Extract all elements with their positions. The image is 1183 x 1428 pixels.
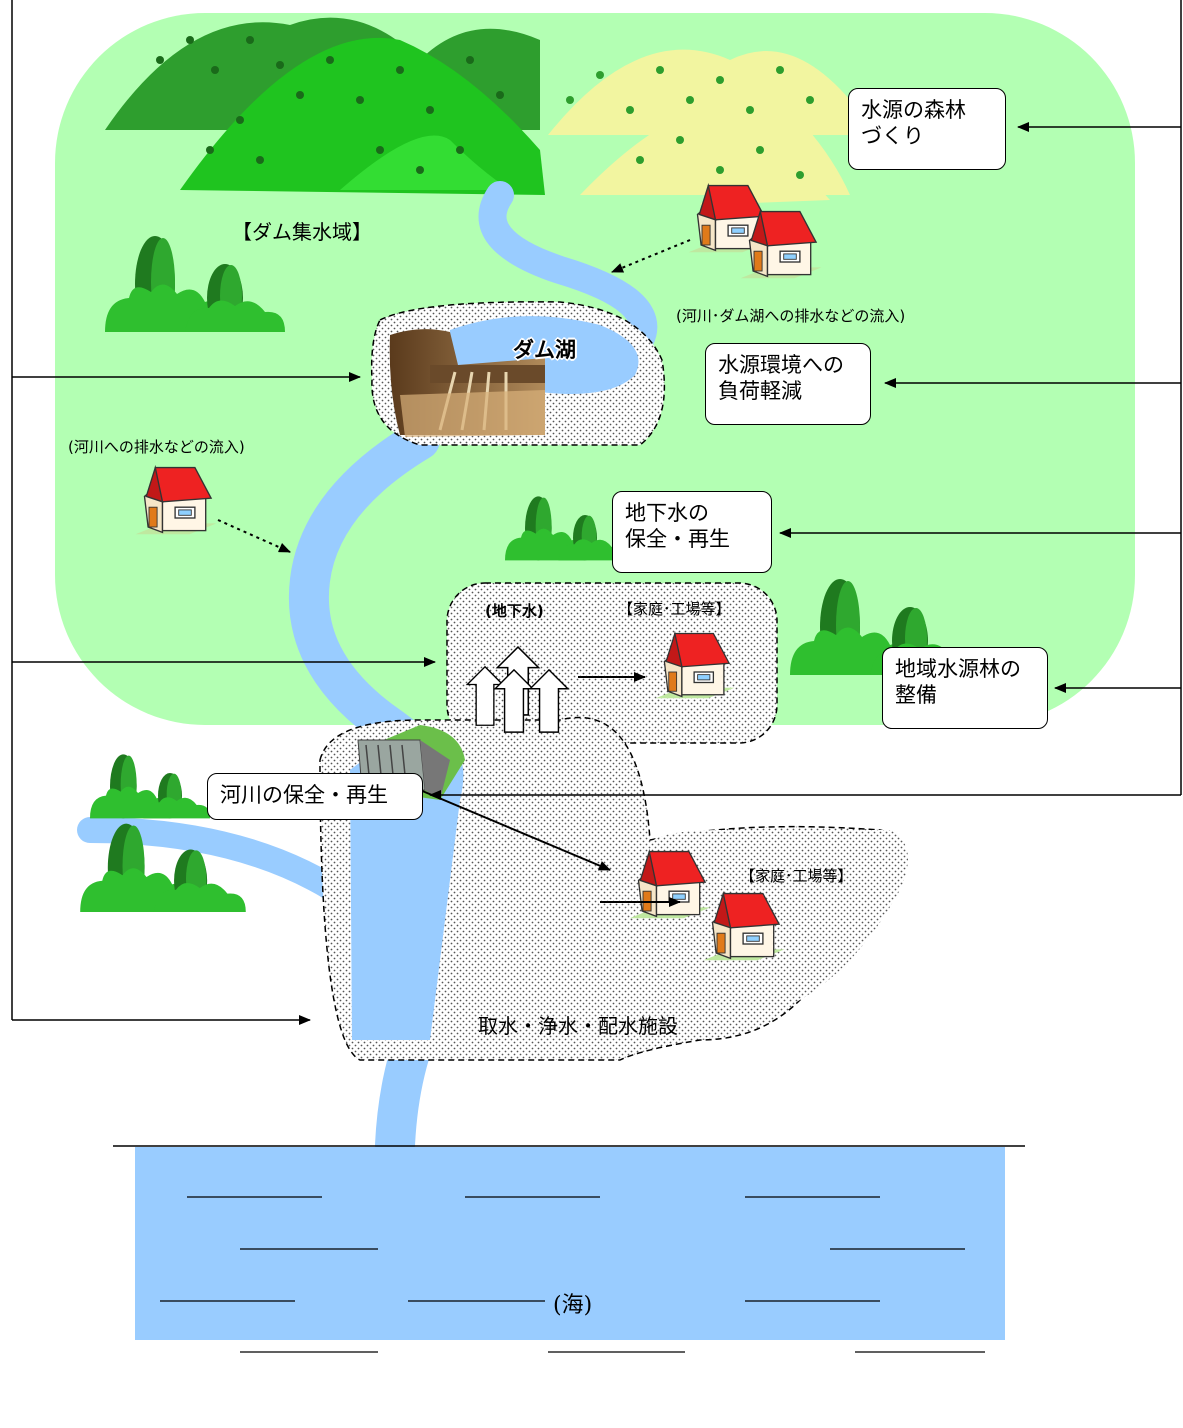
facilities-label: 取水・浄水・配水施設 xyxy=(478,1014,678,1038)
inflow-river-dam-label: (河川･ダム湖への排水などの流入) xyxy=(676,307,906,325)
forest-building-box: 水源の森林 づくり xyxy=(848,88,1006,170)
river-conservation-box: 河川の保全・再生 xyxy=(207,773,423,820)
groundwater-label: (地下水) xyxy=(485,602,544,620)
dam-icon xyxy=(389,329,545,437)
dam-catchment-label: 【ダム集水域】 xyxy=(232,220,372,244)
dam-lake-label: ダム湖 xyxy=(513,338,576,362)
mountain-icon xyxy=(105,17,850,205)
homes-factories-label: 【家庭･工場等】 xyxy=(618,600,731,618)
sea-label: (海) xyxy=(553,1293,593,1318)
groundwater-conservation-box: 地下水の 保全・再生 xyxy=(612,491,772,573)
tree-icon xyxy=(90,754,210,819)
inflow-river-label: (河川への排水などの流入) xyxy=(68,438,245,456)
wave-lines xyxy=(160,1196,985,1353)
load-reduction-box: 水源環境への 負荷軽減 xyxy=(705,343,871,425)
regional-forest-box: 地域水源林の 整備 xyxy=(882,647,1048,729)
homes-factories-label-2: 【家庭･工場等】 xyxy=(740,867,853,885)
sea-area xyxy=(135,1147,1005,1340)
